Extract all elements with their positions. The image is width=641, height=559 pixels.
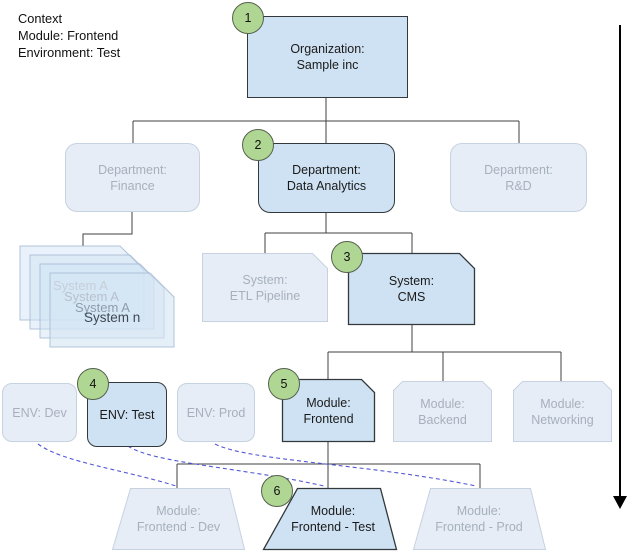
context-annotation: Context Module: Frontend Environment: Te…	[18, 10, 120, 61]
node-env-test-label: ENV: Test	[99, 407, 155, 422]
node-organization-name: Sample inc	[296, 58, 359, 72]
node-module-frontend-dev: Module: Frontend - Dev	[111, 488, 246, 550]
node-finance-label: Department:	[98, 162, 167, 177]
node-env-dev: ENV: Dev	[2, 383, 77, 442]
step-4-number: 4	[89, 377, 97, 391]
step-badge-4: 4	[77, 368, 109, 400]
step-1-number: 1	[244, 11, 252, 25]
step-badge-6: 6	[261, 475, 293, 507]
step-6-number: 6	[273, 484, 281, 498]
step-badge-1: 1	[232, 2, 264, 34]
node-department-finance: Department: Finance	[65, 143, 200, 212]
node-env-prod-label: ENV: Prod	[186, 405, 246, 420]
node-data-analytics-label: Department:	[292, 163, 361, 177]
node-module-networking: Module: Networking	[513, 381, 612, 442]
node-system-cms: System: CMS	[347, 252, 476, 326]
step-5-number: 5	[280, 377, 288, 391]
node-env-prod: ENV: Prod	[177, 383, 255, 442]
node-env-dev-label: ENV: Dev	[12, 405, 67, 420]
step-badge-5: 5	[268, 368, 300, 400]
node-rnd-label: Department:	[484, 162, 553, 177]
node-system-etl-pipeline: System: ETL Pipeline	[202, 253, 328, 322]
env-mapping-dashed-lines	[37, 443, 477, 487]
node-organization-label: Organization:	[290, 42, 365, 56]
context-environment: Environment: Test	[18, 45, 121, 60]
node-organization: Organization: Sample inc	[247, 16, 408, 98]
node-department-data-analytics: Department: Data Analytics	[258, 143, 395, 213]
step-2-number: 2	[254, 138, 262, 152]
node-finance-name: Finance	[110, 178, 155, 193]
node-module-frontend-prod: Module: Frontend - Prod	[412, 488, 547, 550]
step-3-number: 3	[343, 250, 351, 264]
node-module-backend: Module: Backend	[393, 381, 492, 442]
system-stack-cards	[19, 245, 175, 348]
node-department-rnd: Department: R&D	[450, 143, 587, 212]
flow-direction-arrow	[613, 25, 627, 509]
step-badge-3: 3	[331, 241, 363, 273]
step-badge-2: 2	[242, 129, 274, 161]
context-module: Module: Frontend	[18, 28, 119, 43]
context-title: Context	[18, 11, 63, 26]
node-data-analytics-name: Data Analytics	[286, 179, 367, 193]
node-rnd-name: R&D	[505, 178, 532, 193]
